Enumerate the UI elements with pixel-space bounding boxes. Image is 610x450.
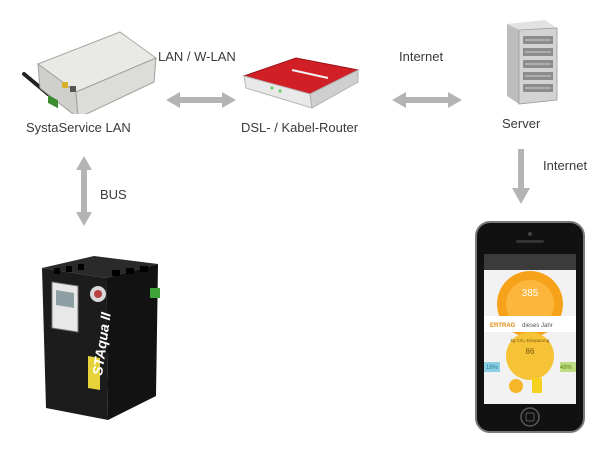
link-label-internet-side: Internet [543,158,588,173]
app-temp-value: 385 [522,288,539,299]
smartphone-icon: 385 ERTRAG dieses Jahr kg CO₂-Einsparung… [475,221,585,433]
arrow-down-internet-icon [512,149,530,204]
app-co2-label: kg CO₂-Einsparung [511,338,550,343]
app-co2-value: 86 [526,347,535,356]
server-icon [507,20,558,105]
device-label-router: DSL- / Kabel-Router [241,120,359,135]
router-icon [242,57,360,109]
app-yield-period: dieses Jahr [522,323,553,329]
app-left-pct: 18% [486,365,499,371]
app-right-pct: 48% [560,365,573,371]
app-yield-label: ERTRAG [490,323,516,329]
double-arrow-lan-icon [166,92,236,108]
device-label-systa-service: SystaService LAN [26,120,131,135]
device-label-server: Server [502,116,541,131]
double-arrow-internet-icon [392,92,462,108]
link-label-internet-top: Internet [399,49,444,64]
link-label-lan-wlan: LAN / W-LAN [158,49,236,64]
double-arrow-bus-icon [76,156,92,226]
systa-service-module-icon [22,31,158,114]
staqua-controller-icon: STAqua II [42,256,160,420]
link-label-bus: BUS [100,187,127,202]
